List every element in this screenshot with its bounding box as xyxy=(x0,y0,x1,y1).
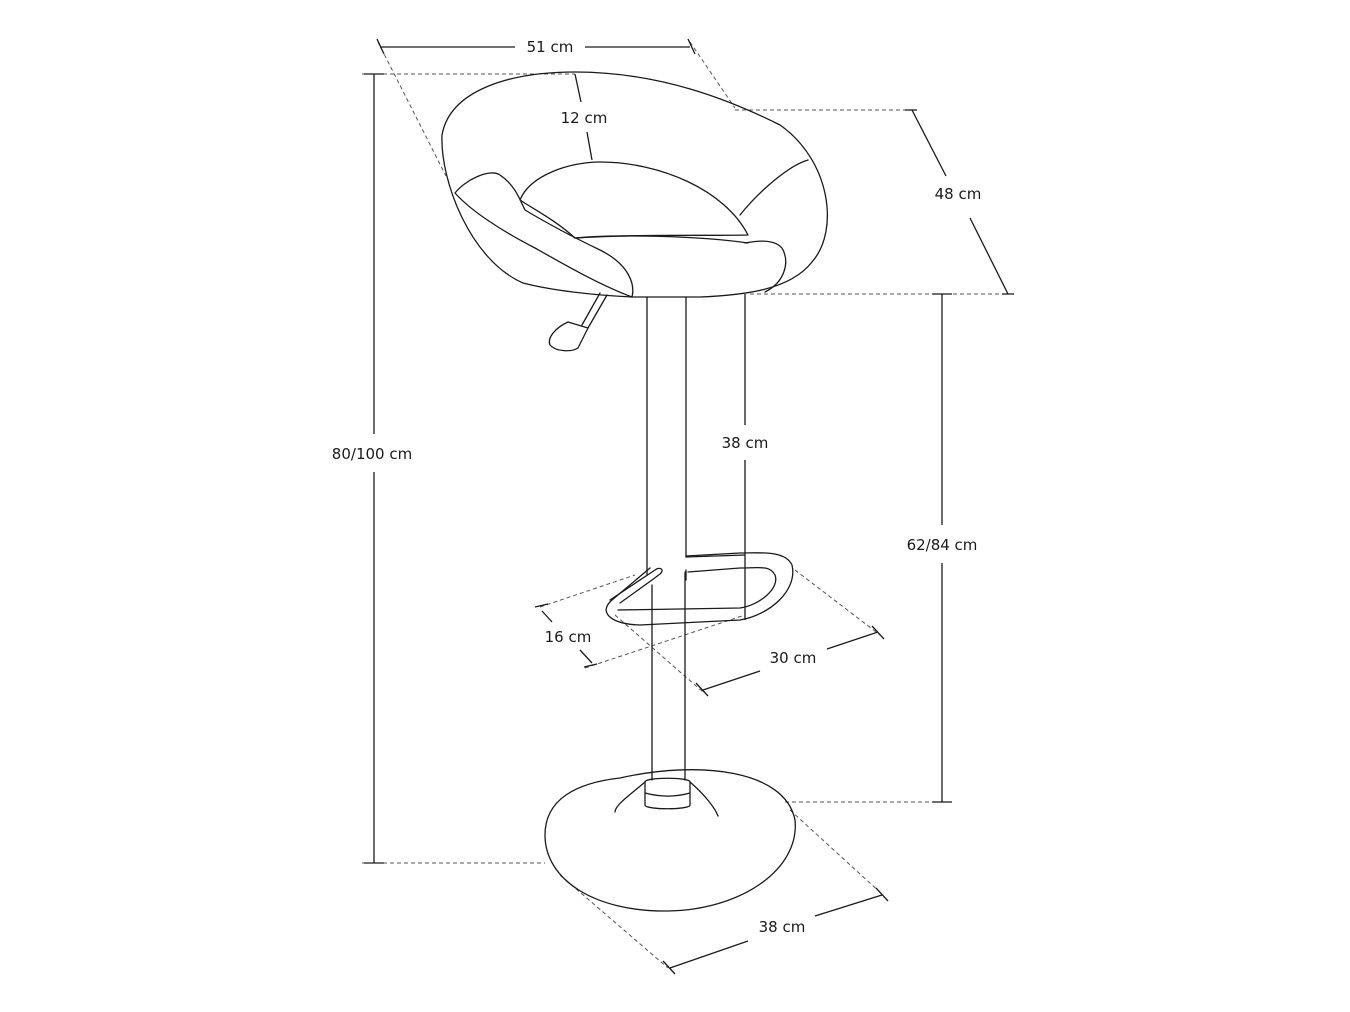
right-armrest xyxy=(739,159,809,293)
seat-width-label: 51 cm xyxy=(527,38,574,56)
base-disc xyxy=(544,769,796,912)
seat-shell xyxy=(441,71,829,298)
column-height-label: 38 cm xyxy=(722,434,769,452)
seat-depth-label: 48 cm xyxy=(935,185,982,203)
seat-height-label: 62/84 cm xyxy=(907,536,978,554)
bar-stool xyxy=(441,71,829,912)
seat-cushion xyxy=(519,161,749,239)
gas-column xyxy=(646,296,746,781)
left-armrest xyxy=(454,172,634,298)
extension-lines xyxy=(362,41,1015,969)
base xyxy=(544,769,796,912)
footrest-ring xyxy=(605,552,794,626)
height-lever xyxy=(548,292,608,352)
backrest-height-label: 12 cm xyxy=(561,109,608,127)
dimension-lines xyxy=(364,38,1014,975)
dimension-labels: 51 cm 12 cm 48 cm 80/100 cm 38 cm 62/84 … xyxy=(332,38,982,936)
total-height-label: 80/100 cm xyxy=(332,445,412,463)
base-diameter-label: 38 cm xyxy=(759,918,806,936)
footrest-width-label: 30 cm xyxy=(770,649,817,667)
footrest-height-label: 16 cm xyxy=(545,628,592,646)
